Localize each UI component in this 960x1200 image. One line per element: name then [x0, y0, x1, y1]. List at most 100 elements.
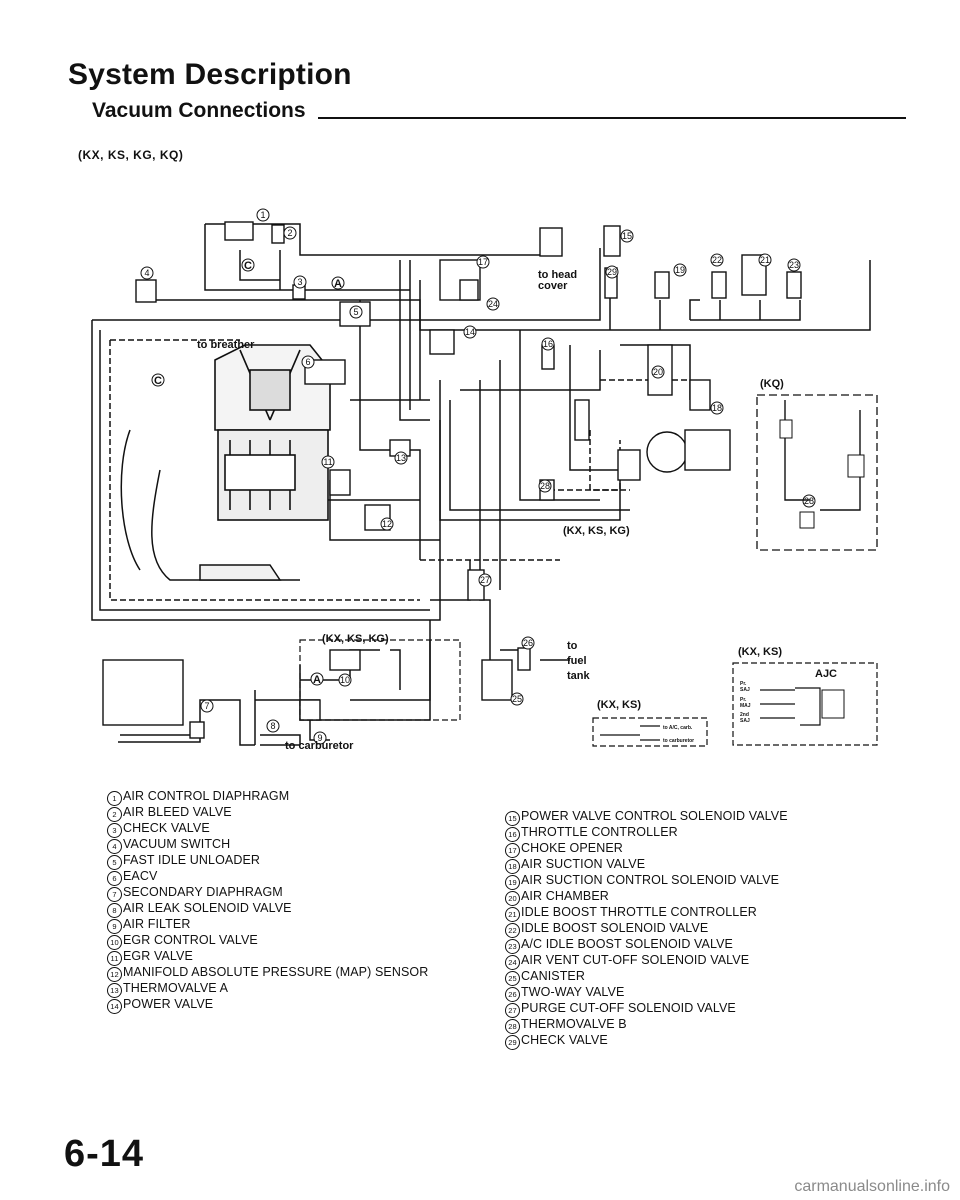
ajc-port-label-6: SAJ	[740, 718, 750, 724]
air-vent-cutoff-solenoid-icon	[459, 279, 479, 301]
svg-text:2: 2	[287, 228, 292, 238]
legend-item-number: 23	[505, 939, 520, 954]
legend-item-number: 10	[107, 935, 122, 950]
legend-item-text: CHECK VALVE	[521, 1033, 608, 1047]
legend-item-number: 2	[107, 807, 122, 822]
legend-item-text: FAST IDLE UNLOADER	[123, 853, 261, 867]
to-carburetor-small-label: to carburetor	[663, 738, 694, 744]
air-suction-control-solenoid-icon	[654, 271, 670, 299]
svg-text:22: 22	[712, 255, 722, 265]
legend-item-number: 17	[505, 843, 520, 858]
legend-item-number: 3	[107, 823, 122, 838]
legend-item-number: 29	[505, 1035, 520, 1050]
svg-text:14: 14	[465, 327, 475, 337]
legend-item-number: 21	[505, 907, 520, 922]
vacuum-switch-icon	[135, 279, 157, 303]
inset-kx-ks-kg-bottom: (KX, KS, KG)	[299, 633, 461, 721]
legend-item-number: 20	[505, 891, 520, 906]
legend-item-text: EACV	[123, 869, 158, 883]
distributor-valve-icon	[617, 449, 641, 481]
svg-text:13: 13	[396, 453, 406, 463]
inset-kx-ks-kg-right-label: (KX, KS, KG)	[563, 525, 630, 537]
legend-item-number: 4	[107, 839, 122, 854]
legend-item-text: PURGE CUT-OFF SOLENOID VALVE	[521, 1001, 736, 1015]
svg-text:25: 25	[512, 694, 522, 704]
legend-item-text: VACUUM SWITCH	[123, 837, 231, 851]
air-filter-housing-icon	[684, 429, 731, 471]
legend-item-text: EGR VALVE	[123, 949, 193, 963]
inset-kx-ks-ajc-label: (KX, KS)	[738, 646, 782, 658]
two-way-valve-icon	[517, 647, 531, 671]
inset-kq-label: (KQ)	[760, 378, 784, 390]
svg-text:5: 5	[353, 307, 358, 317]
legend-item-number: 11	[107, 951, 122, 966]
to-carburetor-label: to carburetor	[285, 740, 354, 752]
to-fuel-tank-label-2: fuel	[567, 655, 587, 667]
legend-item-text: POWER VALVE	[123, 997, 214, 1011]
svg-text:21: 21	[760, 255, 770, 265]
legend-item-text: CHECK VALVE	[123, 821, 210, 835]
legend-item-number: 14	[107, 999, 122, 1014]
inset-kx-ks: (KX, KS) to A/C, carb. to carburetor	[592, 699, 708, 747]
svg-text:20: 20	[653, 367, 663, 377]
ajc-port-label-5: 2nd	[740, 712, 749, 718]
to-head-cover-label: to head	[538, 269, 577, 281]
legend-item-text: EGR CONTROL VALVE	[123, 933, 258, 947]
legend-item-number: 28	[505, 1019, 520, 1034]
port-markers: C C A A	[151, 258, 345, 686]
to-ajc-carb-label: to A/C, carb.	[663, 725, 693, 731]
secondary-diaphragm-icon	[189, 721, 205, 739]
air-bleed-valve-icon	[271, 224, 285, 244]
legend-item-number: 9	[107, 919, 122, 934]
legend-item-number: 15	[505, 811, 520, 826]
watermark: carmanualsonline.info	[794, 1178, 950, 1195]
egr-control-valve-icon	[329, 649, 361, 671]
legend-item-text: CANISTER	[521, 969, 586, 983]
svg-text:28: 28	[540, 481, 550, 491]
inset-kx-ks-kg-bottom-label: (KX, KS, KG)	[322, 633, 389, 645]
svg-text:1: 1	[260, 210, 265, 220]
power-valve-icon	[429, 329, 455, 355]
carburetor-body-icon	[102, 659, 184, 726]
svg-text:26: 26	[523, 638, 533, 648]
svg-text:8: 8	[270, 721, 275, 731]
ajc-port-label-4: MAJ	[740, 703, 751, 709]
legend-item-text: IDLE BOOST THROTTLE CONTROLLER	[521, 905, 757, 919]
legend-item-text: IDLE BOOST SOLENOID VALVE	[521, 921, 709, 935]
svg-text:3: 3	[297, 277, 302, 287]
air-suction-valve-icon	[603, 225, 621, 257]
legend-item-text: CHOKE OPENER	[521, 841, 623, 855]
ajc-port-label-2: SAJ	[740, 687, 750, 693]
legend-item-text: THERMOVALVE B	[521, 1017, 627, 1031]
svg-text:15: 15	[622, 231, 632, 241]
legend-item-number: 27	[505, 1003, 520, 1018]
port-c-label-2: C	[154, 375, 162, 387]
ajc-port-label-3: Pr.	[740, 697, 747, 703]
air-control-diaphragm-icon	[224, 221, 254, 241]
legend-item-number: 19	[505, 875, 520, 890]
legend-item-text: AIR VENT CUT-OFF SOLENOID VALVE	[521, 953, 750, 967]
legend-item-number: 5	[107, 855, 122, 870]
svg-text:4: 4	[144, 268, 149, 278]
